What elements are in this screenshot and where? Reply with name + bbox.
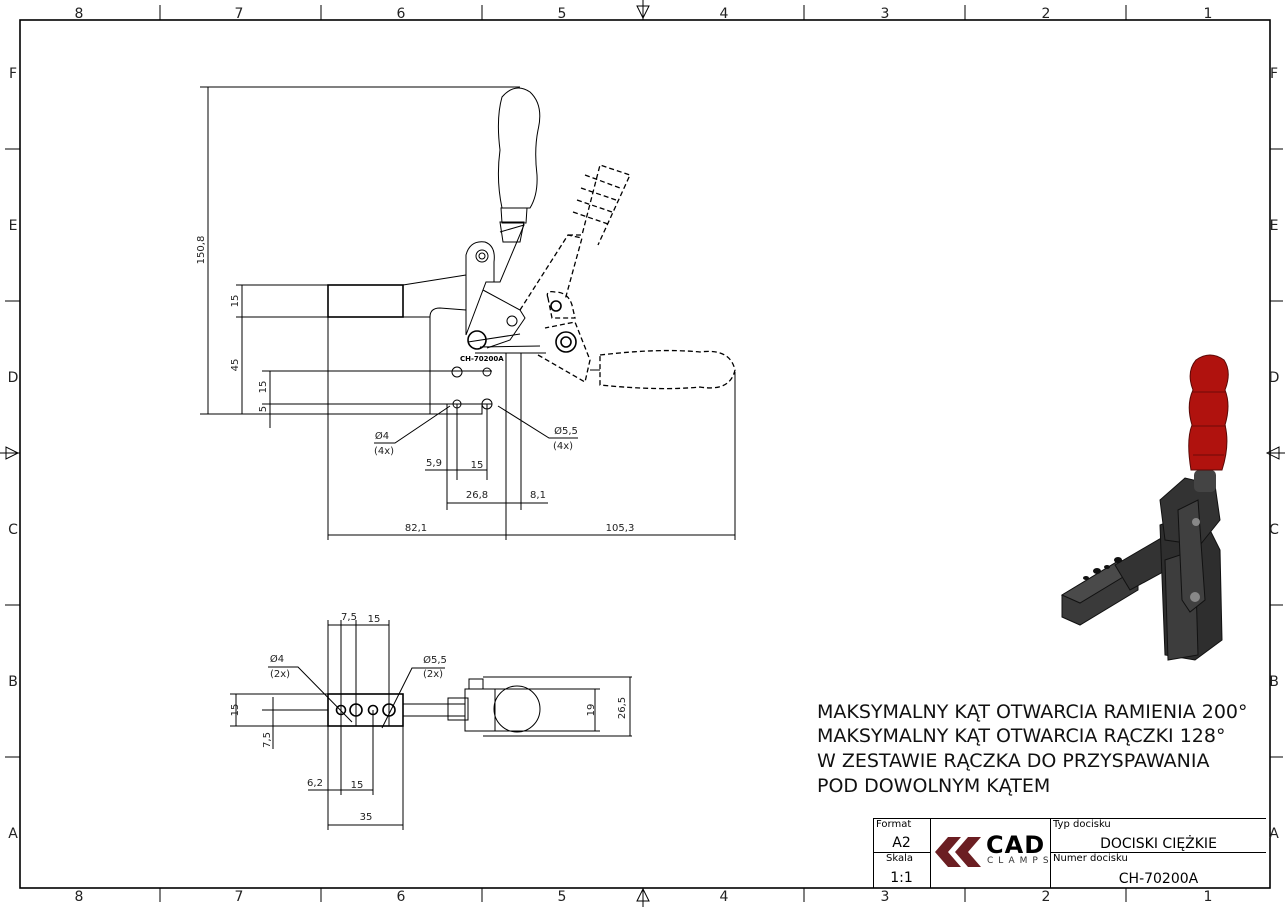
svg-text:5: 5 [258, 406, 269, 412]
cad-clamps-logo: CAD CLAMPS [934, 831, 1050, 872]
svg-text:15: 15 [230, 295, 241, 308]
svg-text:C: C [1269, 522, 1279, 538]
svg-text:6: 6 [397, 889, 406, 905]
svg-text:8,1: 8,1 [530, 490, 546, 501]
svg-text:19: 19 [586, 704, 597, 717]
svg-text:15: 15 [471, 460, 484, 471]
number-label: Numer docisku [1053, 853, 1128, 864]
svg-text:7,5: 7,5 [341, 612, 357, 623]
svg-text:7,5: 7,5 [262, 732, 273, 748]
svg-text:(4x): (4x) [553, 441, 573, 452]
zone-labels-right: F E D C B A [1269, 66, 1280, 842]
svg-text:7: 7 [235, 6, 244, 22]
svg-text:A: A [8, 826, 18, 842]
svg-text:15: 15 [351, 780, 364, 791]
svg-text:15: 15 [368, 614, 381, 625]
svg-text:3: 3 [881, 889, 890, 905]
logo-chevrons-icon [935, 837, 981, 867]
svg-text:6: 6 [397, 6, 406, 22]
svg-text:B: B [1269, 674, 1279, 690]
format-label: Format [876, 819, 912, 830]
note-line: POD DOWOLNYM KĄTEM [817, 775, 1051, 797]
svg-text:5: 5 [558, 6, 567, 22]
svg-text:26,5: 26,5 [617, 697, 628, 719]
note-line: MAKSYMALNY KĄT OTWARCIA RAMIENIA 200° [817, 701, 1248, 723]
svg-text:35: 35 [360, 812, 373, 823]
svg-text:(4x): (4x) [374, 446, 394, 457]
svg-text:2: 2 [1042, 6, 1051, 22]
svg-text:15: 15 [258, 381, 269, 394]
svg-text:Ø5,5: Ø5,5 [423, 654, 447, 666]
svg-text:8: 8 [75, 6, 84, 22]
number-value: CH-70200A [1118, 871, 1199, 887]
svg-text:C: C [8, 522, 18, 538]
svg-text:Ø5,5: Ø5,5 [554, 425, 578, 437]
svg-text:7: 7 [235, 889, 244, 905]
scale-value: 1:1 [890, 870, 913, 886]
svg-text:15: 15 [230, 704, 241, 717]
format-value: A2 [892, 835, 911, 851]
note-line: MAKSYMALNY KĄT OTWARCIA RĄCZKI 128° [817, 725, 1226, 747]
scale-label: Skala [886, 853, 913, 864]
front-view-open-handle-phantom [519, 164, 736, 390]
front-view-clamp: CH-70200A [327, 87, 546, 415]
top-view-dimension-labels: 7,5 15 Ø4 (2x) Ø5,5 (2x) 15 7,5 6,2 15 3… [230, 612, 628, 823]
zone-labels-bottom: 8 7 6 5 4 3 2 1 [75, 889, 1213, 905]
type-value: DOCISKI CIĘŻKIE [1100, 836, 1217, 852]
svg-text:D: D [8, 370, 19, 386]
svg-text:6,2: 6,2 [307, 778, 323, 789]
svg-text:82,1: 82,1 [405, 523, 427, 534]
svg-text:4: 4 [720, 6, 729, 22]
svg-text:26,8: 26,8 [466, 490, 488, 501]
svg-text:E: E [9, 218, 18, 234]
top-view-dimensions [230, 620, 631, 830]
svg-text:2: 2 [1042, 889, 1051, 905]
svg-text:150,8: 150,8 [196, 236, 207, 265]
svg-text:D: D [1269, 370, 1280, 386]
svg-text:(2x): (2x) [423, 669, 443, 680]
type-label: Typ docisku [1053, 819, 1111, 830]
part-marking: CH-70200A [460, 355, 504, 363]
svg-text:Ø4: Ø4 [270, 653, 284, 665]
clamp-3d-render [1060, 354, 1229, 661]
svg-text:105,3: 105,3 [606, 523, 635, 534]
front-view-dimension-labels: 150,8 15 45 15 5 Ø4 (4x) Ø5,5 (4x) 5,9 1… [196, 236, 634, 534]
zone-labels-top: 8 7 6 5 4 3 2 1 [75, 6, 1213, 22]
svg-text:45: 45 [230, 359, 241, 372]
svg-text:3: 3 [881, 6, 890, 22]
svg-text:4: 4 [720, 889, 729, 905]
svg-text:5,9: 5,9 [426, 458, 442, 469]
svg-text:E: E [1270, 218, 1279, 234]
svg-text:8: 8 [75, 889, 84, 905]
note-line: W ZESTAWIE RĄCZKA DO PRZYSPAWANIA [817, 750, 1210, 772]
svg-text:F: F [1270, 66, 1278, 82]
svg-text:A: A [1269, 826, 1279, 842]
svg-text:F: F [9, 66, 17, 82]
svg-text:Ø4: Ø4 [375, 430, 389, 442]
front-view-dimensions [200, 86, 736, 540]
svg-text:B: B [8, 674, 18, 690]
zone-labels-left: F E D C B A [8, 66, 19, 842]
svg-text:(2x): (2x) [270, 669, 290, 680]
svg-text:1: 1 [1204, 889, 1213, 905]
svg-text:5: 5 [558, 889, 567, 905]
svg-text:1: 1 [1204, 6, 1213, 22]
